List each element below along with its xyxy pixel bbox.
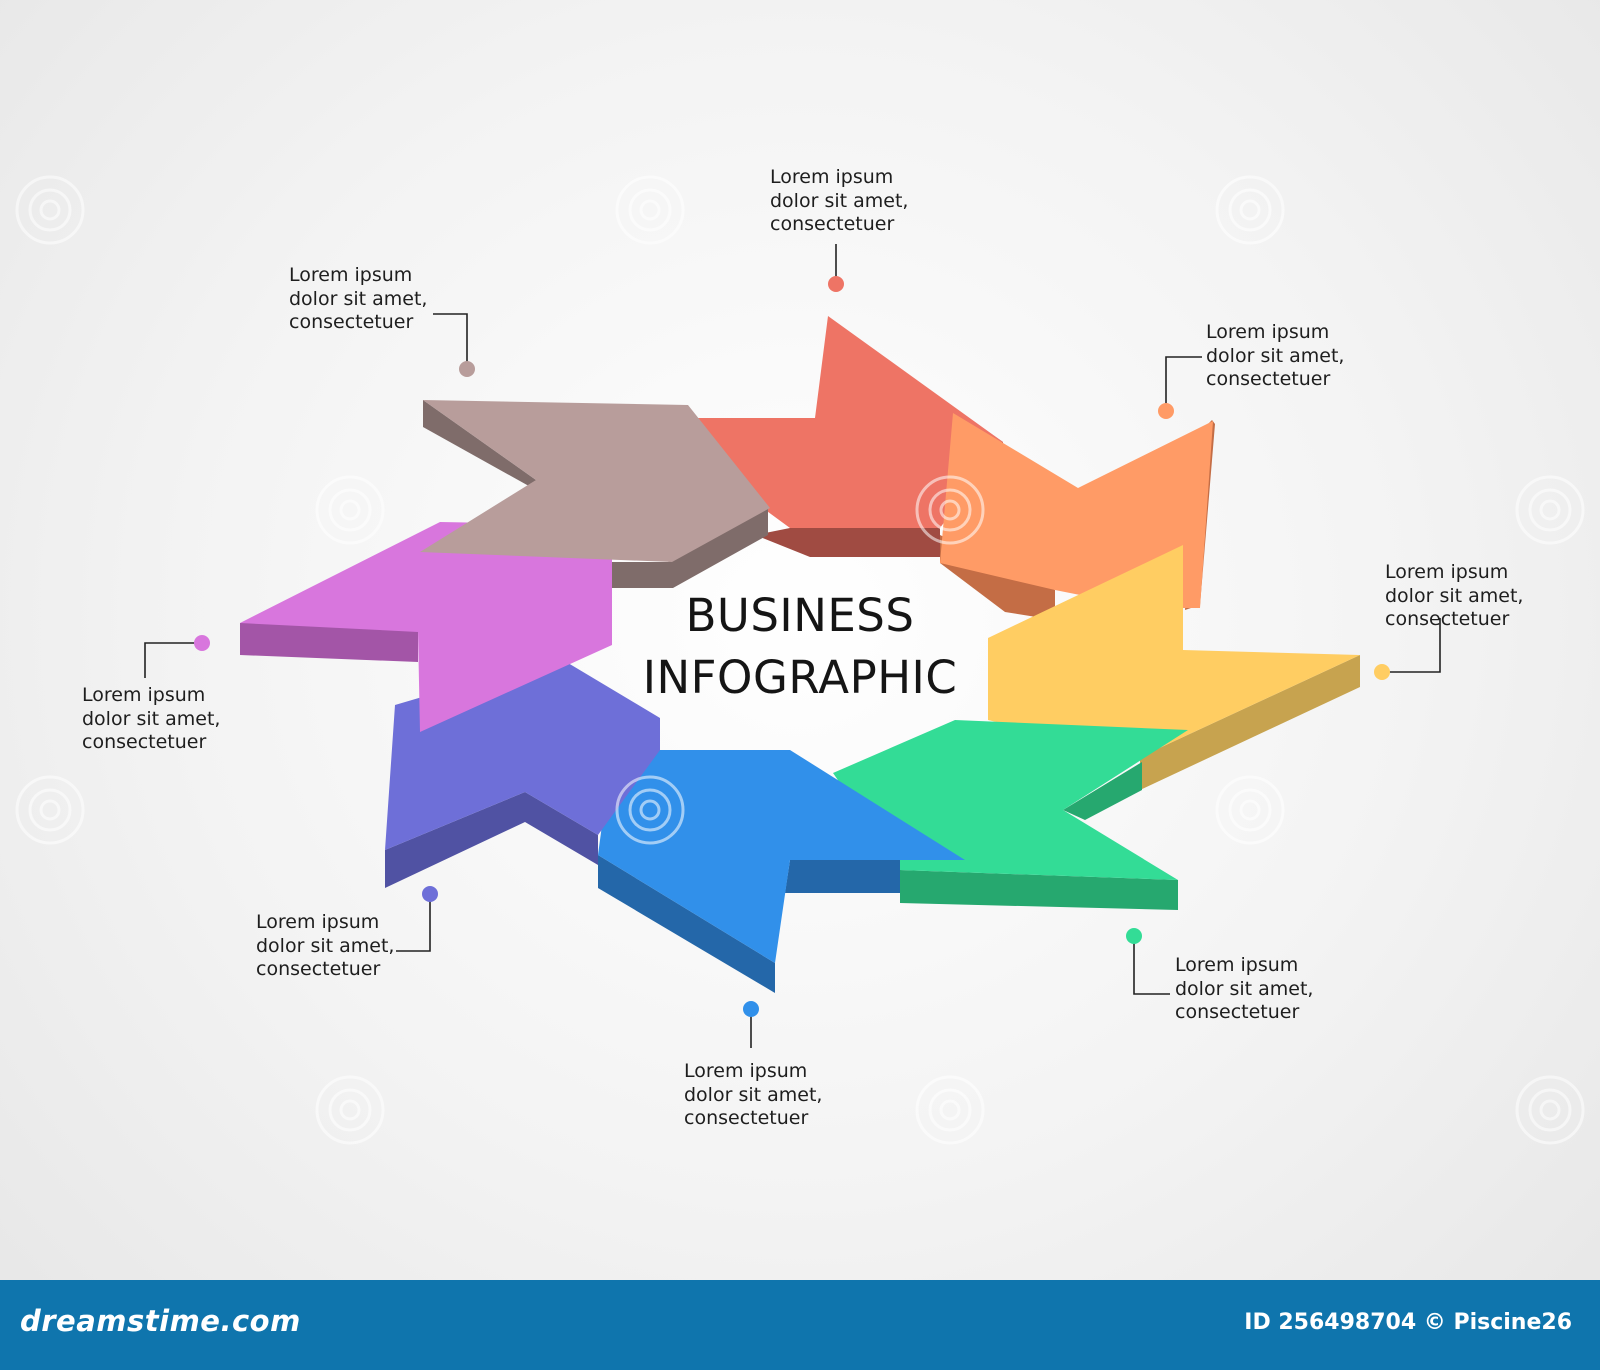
arrow-yellow <box>988 545 1360 790</box>
label-yellow-line-1: Lorem ipsum <box>1385 561 1509 583</box>
center-title: BUSINESS INFOGRAPHIC <box>600 585 1000 709</box>
callout-taupe <box>433 313 475 377</box>
callout-line-orange <box>1165 356 1202 411</box>
label-taupe-line-1: Lorem ipsum <box>289 264 413 286</box>
arrow-orange-top <box>940 413 1213 608</box>
center-title-line-1: BUSINESS <box>685 589 915 642</box>
arrow-green-side-inner <box>1063 762 1142 820</box>
callout-red <box>828 244 844 292</box>
callout-violet <box>144 635 210 678</box>
infographic-canvas: BUSINESS INFOGRAPHIC Lorem ipsum dolor s… <box>82 166 1524 1131</box>
callout-blue <box>743 1001 759 1048</box>
label-red-line-1: Lorem ipsum <box>770 166 894 188</box>
label-violet-line-2: dolor sit amet, <box>82 707 221 730</box>
label-orange-line-3: consectetuer <box>1206 368 1331 390</box>
callout-dot-blue <box>743 1001 759 1017</box>
callout-dot-taupe <box>459 361 475 377</box>
label-orange: Lorem ipsum dolor sit amet, consectetuer <box>1206 321 1344 392</box>
arrow-violet-side <box>240 623 418 662</box>
callout-orange <box>1158 356 1202 419</box>
callout-dot-yellow <box>1374 664 1390 680</box>
callout-line-green <box>1133 936 1170 995</box>
arrow-blue-side <box>598 855 775 993</box>
label-indigo-line-3: consectetuer <box>256 958 381 980</box>
callout-line-taupe <box>433 313 468 369</box>
label-green: Lorem ipsum dolor sit amet, consectetuer <box>1175 954 1313 1025</box>
arrow-taupe <box>420 400 770 588</box>
label-green-line-2: dolor sit amet, <box>1175 977 1314 1000</box>
label-taupe-line-2: dolor sit amet, <box>289 287 428 310</box>
label-taupe-line-3: consectetuer <box>289 311 414 333</box>
callout-dot-orange <box>1158 403 1174 419</box>
label-yellow: Lorem ipsum dolor sit amet, consectetuer <box>1385 561 1523 632</box>
footer-brand-logo[interactable]: dreamstime.com <box>20 1304 301 1338</box>
arrow-yellow-side <box>1140 655 1360 790</box>
callout-line-yellow <box>1382 618 1441 673</box>
arrow-red-side <box>755 528 940 557</box>
label-red-line-2: dolor sit amet, <box>770 189 909 212</box>
arrow-orange <box>940 413 1215 620</box>
label-violet-line-3: consectetuer <box>82 731 207 753</box>
label-indigo: Lorem ipsum dolor sit amet, consectetuer <box>256 911 394 982</box>
arrow-yellow-top <box>988 545 1360 757</box>
label-indigo-line-1: Lorem ipsum <box>256 911 380 933</box>
callout-dot-red <box>828 276 844 292</box>
arrow-blue-top <box>598 750 965 963</box>
callout-line-indigo <box>396 894 431 952</box>
callout-dot-indigo <box>422 886 438 902</box>
label-green-line-1: Lorem ipsum <box>1175 954 1299 976</box>
label-indigo-line-2: dolor sit amet, <box>256 934 395 957</box>
label-yellow-line-2: dolor sit amet, <box>1385 584 1524 607</box>
callout-dot-green <box>1126 928 1142 944</box>
label-red: Lorem ipsum dolor sit amet, consectetuer <box>770 166 908 237</box>
label-orange-line-1: Lorem ipsum <box>1206 321 1330 343</box>
arrow-taupe-side-bottom <box>612 508 768 588</box>
center-title-line-2: INFOGRAPHIC <box>642 651 958 704</box>
label-blue-line-3: consectetuer <box>684 1107 809 1129</box>
arrow-taupe-side <box>423 400 536 490</box>
arrow-blue <box>598 750 965 993</box>
label-orange-line-2: dolor sit amet, <box>1206 344 1345 367</box>
footer-bar: dreamstime.com ID 256498704 © Piscine26 <box>0 1280 1600 1370</box>
label-violet: Lorem ipsum dolor sit amet, consectetuer <box>82 684 220 755</box>
callout-dot-violet <box>194 635 210 651</box>
arrow-indigo-side <box>385 792 598 888</box>
callout-line-violet <box>144 642 202 678</box>
label-blue: Lorem ipsum dolor sit amet, consectetuer <box>684 1060 822 1131</box>
label-taupe: Lorem ipsum dolor sit amet, consectetuer <box>289 264 427 335</box>
arrow-ring-diagram <box>144 244 1441 1048</box>
arrow-blue-side-right <box>785 860 900 893</box>
arrow-violet <box>240 522 612 732</box>
callout-yellow <box>1374 618 1441 680</box>
arrow-violet-top <box>240 522 612 732</box>
arrow-green-side <box>900 870 1178 910</box>
label-red-line-3: consectetuer <box>770 213 895 235</box>
label-blue-line-1: Lorem ipsum <box>684 1060 808 1082</box>
label-green-line-3: consectetuer <box>1175 1001 1300 1023</box>
label-yellow-line-3: consectetuer <box>1385 608 1510 630</box>
footer-credit: ID 256498704 © Piscine26 <box>1244 1310 1572 1335</box>
label-blue-line-2: dolor sit amet, <box>684 1083 823 1106</box>
arrow-taupe-top <box>420 400 770 562</box>
callout-indigo <box>396 886 438 952</box>
callout-green <box>1126 928 1170 995</box>
label-violet-line-1: Lorem ipsum <box>82 684 206 706</box>
